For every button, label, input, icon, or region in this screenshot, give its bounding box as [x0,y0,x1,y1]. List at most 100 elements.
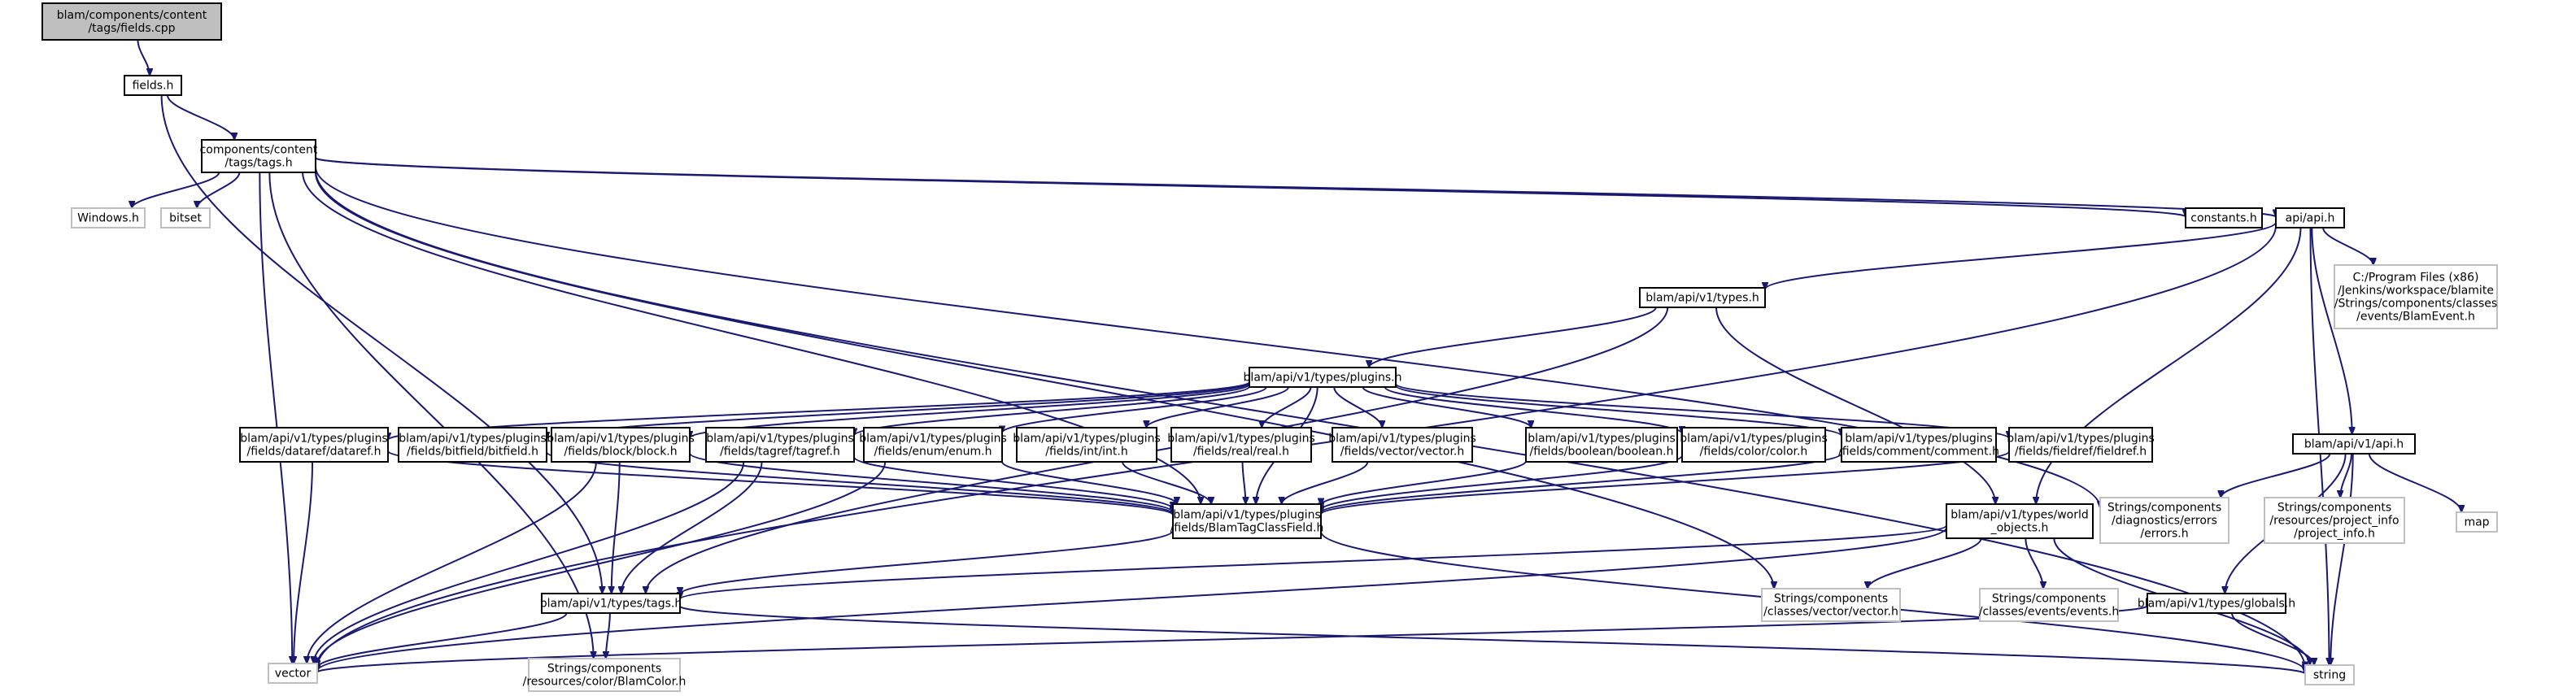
node-v1-tags-h[interactable]: blam/api/v1/types/tags.h [540,593,682,614]
edge-boolean_h-to-class_field_h [1321,460,1527,505]
node-label: /fields/real/real.h [1193,445,1289,458]
node-label: blam/api/v1/types/tags.h [540,597,682,610]
file-nodes: blam/components/content/tags/fields.cpp f… [41,2,2498,692]
edge-v1_api_h-to-map [2368,453,2461,512]
node-label: blam/api/v1/types/plugins [1173,508,1321,521]
node-label: /fields/fieldref/fieldref.h [2015,445,2147,458]
node-label: blam/api/v1/types/globals.h [2138,597,2295,610]
edge-api_h-to-types_h [1765,221,2277,289]
node-box [863,427,1003,463]
node-fields-cpp[interactable]: blam/components/content/tags/fields.cpp [41,2,222,41]
node-box [1841,427,1997,463]
node-fields-h[interactable]: fields.h [124,75,182,96]
node-windows-h: Windows.h [71,207,146,228]
node-label: blam/api/v1/types/plugins [1845,432,1993,445]
edge-v1_tags_h-to-blam_color_h [606,612,611,659]
node-types-h[interactable]: blam/api/v1/types.h [1639,287,1766,308]
edge-fields_cpp-to-fields_h [137,39,150,76]
node-box [160,207,211,228]
edge-types_h-to-plugins_h [1369,307,1657,368]
node-block-h[interactable]: blam/api/v1/types/plugins/fields/block/b… [547,427,695,463]
node-label: api/api.h [2286,211,2335,224]
node-label: Strings/components [547,662,661,675]
edge-api_h-to-v1_api_h [2311,227,2352,434]
edge-v1_tags_h-to-vector [317,612,568,668]
node-box [705,427,855,463]
node-box [201,139,316,173]
node-vector: vector [268,663,318,684]
node-vector-h[interactable]: blam/api/v1/types/plugins/fields/vector/… [1328,427,1476,463]
node-world-objects-h[interactable]: blam/api/v1/types/world_objects.h [1946,503,2094,539]
edge-plugins_h-to-int_h [1146,386,1290,428]
node-label: /fields/bitfield/bitfield.h [407,445,538,458]
node-label: /fields/tagref/tagref.h [720,445,840,458]
node-label: blam/api/v1/types/plugins [547,432,695,445]
node-box [1761,588,1901,622]
node-label: blam/api/v1/types/world [1951,508,2089,521]
edge-api_h-to-world_objects_h [2036,227,2302,504]
edge-tagref_h-to-v1_tags_h [621,461,763,594]
node-label: blam/api/v1/types/plugins [706,432,854,445]
node-box [71,207,146,228]
node-box [2275,207,2345,228]
node-box [2456,511,2498,533]
node-project-info-h: Strings/components/resources/project_inf… [2264,497,2405,544]
node-label: /events/BlamEvent.h [2356,310,2475,323]
edge-world_objects_h-to-events_h [2025,537,2043,589]
node-box [2264,497,2405,544]
edge-fields_h-to-v1_tags_h [160,94,603,594]
edge-plugins_h-to-real_h [1262,386,1312,428]
node-label: /fields/enum/enum.h [874,445,992,458]
node-globals-h[interactable]: blam/api/v1/types/globals.h [2138,593,2295,614]
node-box [1172,503,1322,539]
node-box [551,427,691,463]
node-label: /project_info.h [2294,527,2375,540]
edge-color_h-to-class_field_h [1321,455,1683,510]
node-api-h[interactable]: api/api.h [2275,207,2345,228]
node-label: /fields/BlamTagClassField.h [1170,521,1324,534]
node-string: string [2304,664,2355,685]
node-v1-api-h[interactable]: blam/api/v1/api.h [2292,433,2416,455]
node-box [2292,433,2416,455]
node-label: fields.h [133,79,174,92]
node-color-h[interactable]: blam/api/v1/types/plugins/fields/color/c… [1680,427,1828,463]
node-boolean-h[interactable]: blam/api/v1/types/plugins/fields/boolean… [1525,427,1678,463]
node-tagref-h[interactable]: blam/api/v1/types/plugins/fields/tagref/… [705,427,855,463]
node-box [1332,427,1473,463]
node-label: blam/api/v1/types/plugins [240,432,388,445]
node-label: /fields/dataref/dataref.h [246,445,381,458]
node-label: C:/Program Files (x86) [2353,271,2479,284]
node-label: Strings/components [1774,592,1888,605]
node-label: blam/api/v1/types/plugins [859,432,1007,445]
node-dataref-h[interactable]: blam/api/v1/types/plugins/fields/dataref… [239,427,389,463]
node-label: blam/api/v1/api.h [2304,437,2404,450]
node-plugins-h[interactable]: blam/api/v1/types/plugins.h [1244,367,1402,388]
edge-real_h-to-class_field_h [1241,461,1246,504]
node-label: blam/api/v1/types/plugins [1167,432,1315,445]
edge-world_objects_h-to-v1_tags_h [680,524,1947,599]
node-tags-h[interactable]: components/content/tags/tags.h [200,139,318,173]
node-int-h[interactable]: blam/api/v1/types/plugins/fields/int/int… [1013,427,1161,463]
node-class-field-h[interactable]: blam/api/v1/types/plugins/fields/BlamTag… [1170,503,1324,539]
node-label: /fields/comment/comment.h [1838,445,1999,458]
node-box [1170,427,1312,463]
node-real-h[interactable]: blam/api/v1/types/plugins/fields/real/re… [1167,427,1315,463]
node-box [239,427,389,463]
node-box [1249,367,1397,388]
edge-tags_h-to-windows_h [132,172,220,208]
edge-tags_h-to-bitset [197,172,241,208]
node-errors-h: Strings/components/diagnostics/errors/er… [2099,497,2229,544]
node-box [2147,593,2286,614]
edge-block_h-to-vector [307,461,597,663]
node-box [2185,207,2263,228]
node-bitfield-h[interactable]: blam/api/v1/types/plugins/fields/bitfiel… [398,427,547,463]
node-fieldref-h[interactable]: blam/api/v1/types/plugins/fields/fieldre… [2007,427,2155,463]
node-label: /tags/tags.h [224,156,292,169]
node-label: components/content [200,143,318,156]
node-bitset: bitset [160,207,211,228]
dependency-edges [132,39,2461,674]
node-constants-h[interactable]: constants.h [2185,207,2263,228]
node-label: /Strings/components/classes [2334,297,2497,310]
node-comment-h[interactable]: blam/api/v1/types/plugins/fields/comment… [1838,427,1999,463]
node-enum-h[interactable]: blam/api/v1/types/plugins/fields/enum/en… [859,427,1007,463]
